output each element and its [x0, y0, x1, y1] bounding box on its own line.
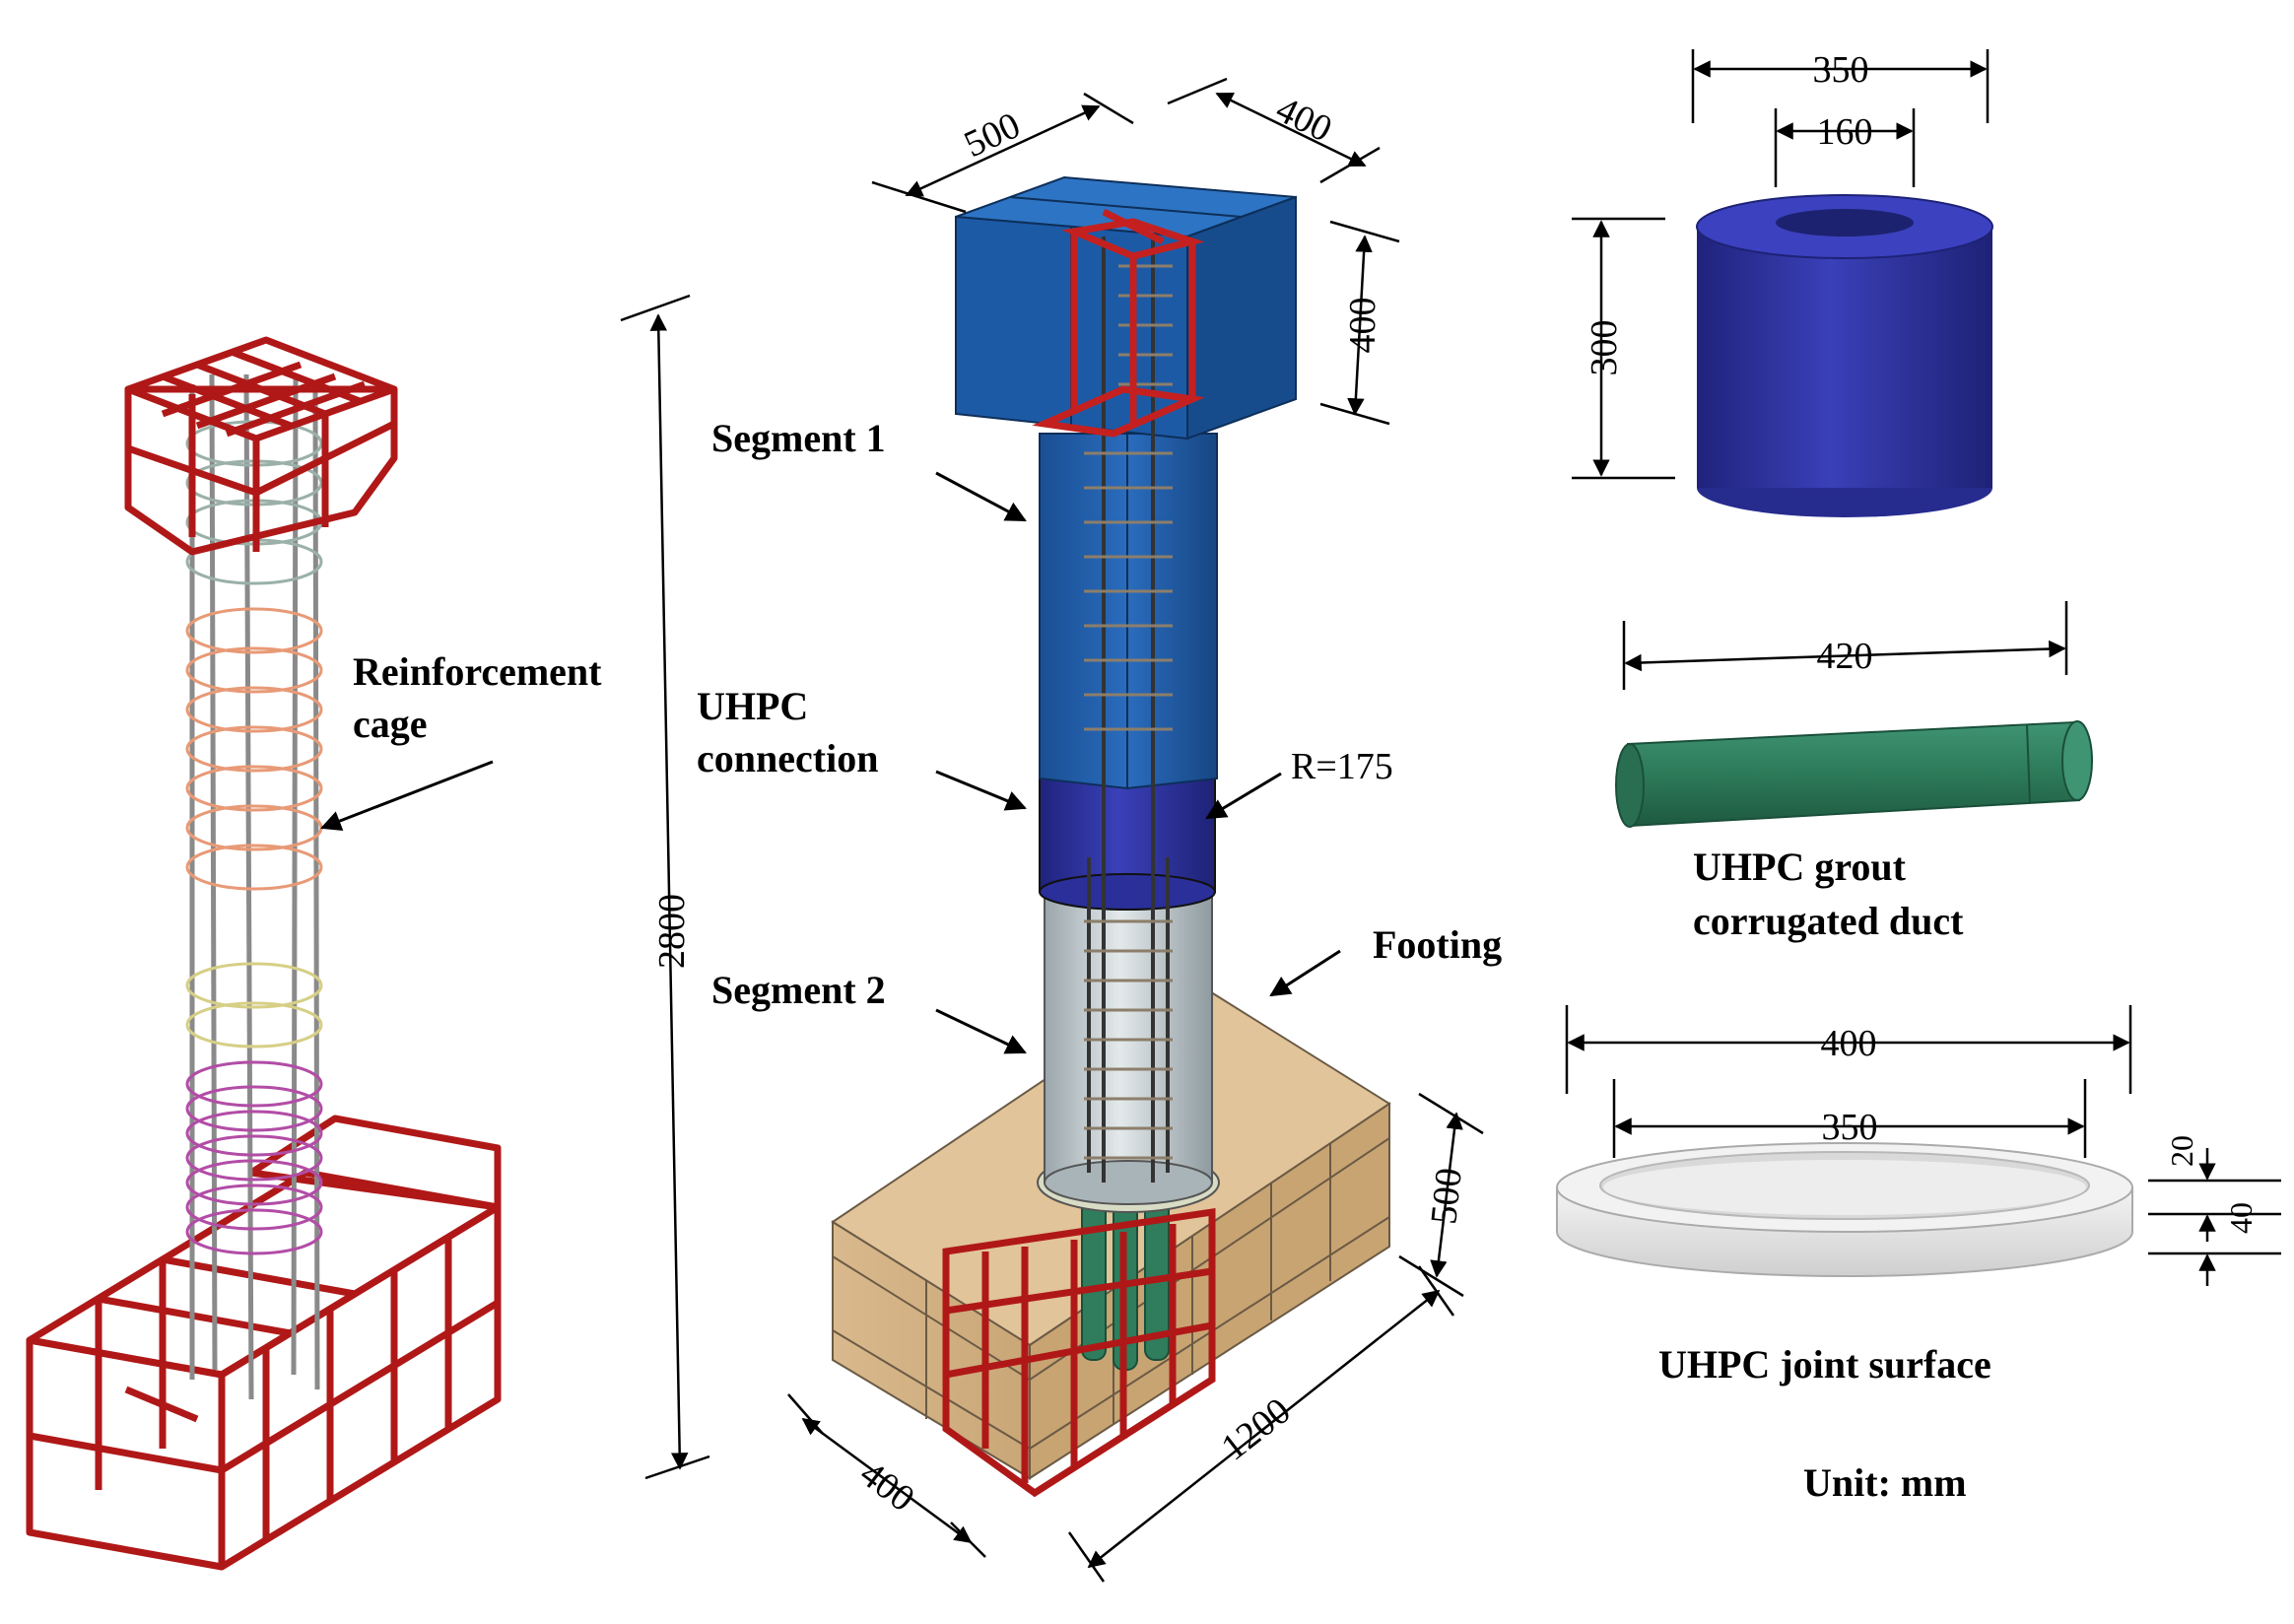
label-grout-duct-1: UHPC grout: [1693, 845, 1907, 889]
dim-cap-height: 400: [1342, 298, 1383, 354]
grout-duct: [1615, 720, 2093, 828]
uhpc-connection: [1039, 778, 1216, 911]
column-model: [831, 175, 1391, 1498]
dimension-lines: [620, 49, 2281, 1583]
dim-ring-t2: 40: [2223, 1202, 2259, 1234]
label-uhpc-connection-2: connection: [697, 736, 878, 780]
dim-footing-height: 500: [1423, 1166, 1470, 1226]
label-grout-duct-2: corrugated duct: [1693, 899, 1964, 943]
text-labels: Reinforcement cage Segment 1 UHPC connec…: [353, 416, 1991, 1505]
column-rebar: [1084, 237, 1173, 1183]
label-unit: Unit: mm: [1803, 1460, 1967, 1505]
dim-ring-outer: 400: [1821, 1023, 1877, 1064]
dim-sleeve-inner: 160: [1817, 111, 1873, 153]
column-cap: [955, 175, 1297, 440]
dim-sleeve-height: 300: [1584, 320, 1625, 376]
label-segment-2: Segment 2: [711, 968, 886, 1012]
footing-cage: [26, 1115, 502, 1571]
dim-ring-inner: 350: [1822, 1107, 1878, 1148]
label-segment-1: Segment 1: [711, 416, 886, 460]
label-reinforcement-cage-1: Reinforcement: [353, 649, 602, 694]
cap-cage: [124, 336, 398, 556]
leader-arrows: [320, 471, 1341, 1054]
dim-cap-width: 500: [958, 104, 1026, 166]
cap-rebar: [1032, 208, 1205, 438]
column-spirals: [185, 420, 323, 1255]
joint-surface-ring: [1556, 1142, 2133, 1277]
uhpc-sleeve: [1696, 194, 1993, 517]
label-footing: Footing: [1373, 922, 1502, 967]
label-reinforcement-cage-2: cage: [353, 702, 428, 746]
label-radius: R=175: [1291, 746, 1393, 787]
reinforcement-cage-model: [26, 336, 502, 1571]
dim-column-height: 2800: [651, 894, 693, 969]
dim-sleeve-outer: 350: [1813, 49, 1869, 91]
segment-2: [1044, 881, 1213, 1205]
dim-ring-t1: 20: [2164, 1135, 2199, 1167]
label-joint-surface: UHPC joint surface: [1658, 1342, 1991, 1387]
dim-duct-length: 420: [1817, 636, 1873, 677]
dim-cap-depth: 400: [1269, 89, 1338, 151]
label-uhpc-connection-1: UHPC: [697, 684, 808, 728]
